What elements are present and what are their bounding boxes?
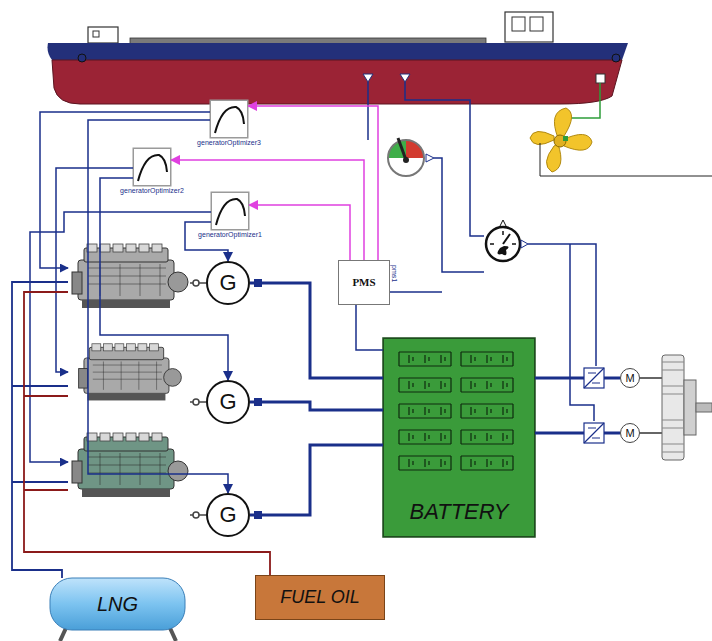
control-lines bbox=[30, 112, 211, 462]
node-label: M bbox=[625, 372, 634, 384]
ship-hull bbox=[48, 12, 629, 104]
battery-box: BATTERY bbox=[383, 338, 535, 537]
node-label: M bbox=[625, 427, 634, 439]
optimizer-block: generatorOptimizer2 bbox=[133, 148, 171, 186]
gearbox bbox=[640, 355, 712, 460]
node-label: FUEL OIL bbox=[280, 588, 360, 608]
block-label: generatorOptimizer1 bbox=[198, 231, 262, 239]
lng-tank bbox=[50, 578, 185, 641]
node-label: PMS bbox=[352, 276, 375, 288]
shafts bbox=[190, 280, 206, 518]
fuel-oil-tank: FUEL OIL bbox=[255, 575, 385, 620]
motor-circle: M bbox=[620, 423, 640, 443]
optimizer-block: generatorOptimizer1 bbox=[211, 192, 249, 230]
converter-symbol bbox=[584, 368, 620, 443]
motor-circle: M bbox=[620, 368, 640, 388]
bus-terminals bbox=[254, 279, 262, 519]
pms-box: PMSpms1 bbox=[338, 260, 390, 305]
telegraph-dial bbox=[368, 82, 484, 272]
connector bbox=[250, 402, 383, 410]
block-label: generatorOptimizer2 bbox=[120, 187, 184, 195]
node-label: G bbox=[219, 390, 236, 414]
connector bbox=[171, 160, 364, 260]
connector bbox=[249, 205, 350, 260]
node-label: LNG bbox=[97, 593, 138, 615]
fuel-lines bbox=[12, 282, 270, 578]
connector bbox=[356, 305, 383, 350]
instance-label: pms1 bbox=[390, 265, 398, 282]
connector bbox=[250, 445, 383, 515]
connector bbox=[248, 106, 378, 260]
block-label: generatorOptimizer3 bbox=[197, 139, 261, 147]
node-label: G bbox=[219, 271, 236, 295]
connector bbox=[88, 120, 228, 493]
node-label: G bbox=[219, 503, 236, 527]
engine bbox=[72, 244, 188, 497]
generator-circle: G bbox=[206, 493, 250, 537]
optimizer-block: generatorOptimizer3 bbox=[210, 100, 248, 138]
generator-circle: G bbox=[206, 261, 250, 305]
lng-tank: LNG bbox=[50, 578, 185, 630]
generator-circle: G bbox=[206, 380, 250, 424]
node-label: BATTERY bbox=[409, 500, 508, 524]
battery-pack bbox=[383, 338, 535, 537]
propeller bbox=[530, 83, 712, 176]
connector bbox=[185, 222, 228, 261]
